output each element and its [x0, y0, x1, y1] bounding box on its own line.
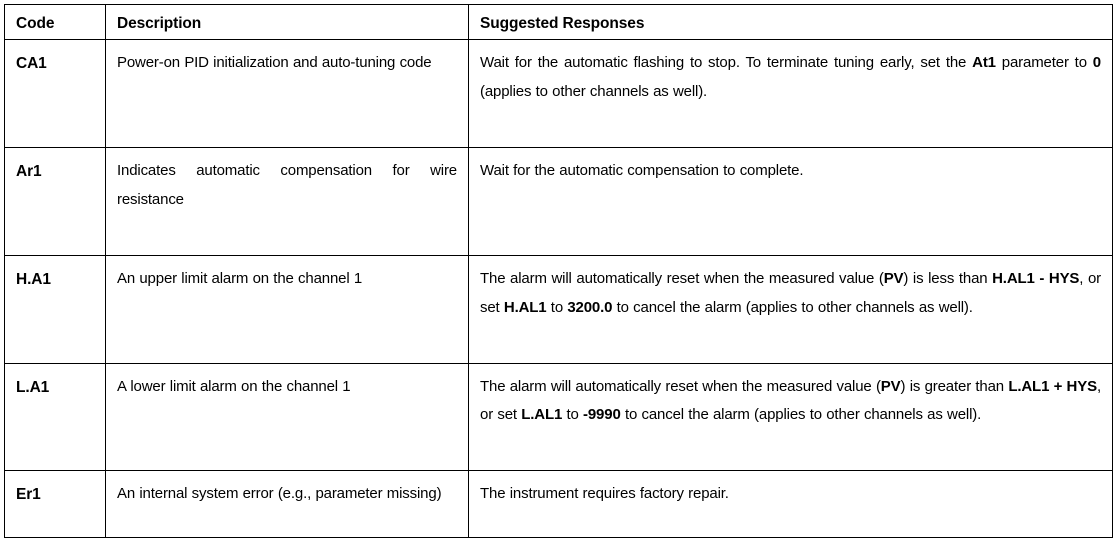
cell-code: H.A1 [4, 254, 106, 364]
text-run: , or set [480, 269, 1102, 316]
table-row: Ar1 Indicates automatic compensation for… [4, 147, 1113, 256]
text-run: parameter to [995, 54, 1093, 72]
table-header: Code Description Suggested Responses [4, 3, 1113, 41]
text-run: , or set [480, 377, 1101, 424]
cell-code: Ar1 [4, 147, 106, 256]
cell-description: An internal system error (e.g., paramete… [105, 470, 469, 538]
emphasized-term: PV [880, 377, 901, 395]
cell-code: L.A1 [4, 362, 106, 472]
text-run: An upper limit alarm on the channel 1 [117, 269, 363, 287]
cell-suggested-response: Wait for the automatic compensation to c… [468, 147, 1113, 256]
cell-description: A lower limit alarm on the channel 1 [105, 362, 469, 472]
error-code-table-container: Code Description Suggested Responses CA1… [4, 3, 1113, 538]
column-header-suggested-responses: Suggested Responses [468, 3, 1113, 41]
cell-code: Er1 [4, 470, 106, 538]
table-row: Er1 An internal system error (e.g., param… [4, 470, 1113, 538]
table-row: L.A1 A lower limit alarm on the channel 1… [4, 362, 1113, 472]
text-run: Wait for the automatic compensation to c… [480, 162, 804, 180]
table-row: CA1 Power-on PID initialization and auto-… [4, 39, 1113, 149]
table-body: CA1 Power-on PID initialization and auto-… [4, 39, 1113, 538]
text-run: ) is less than [903, 269, 993, 287]
emphasized-term: L.AL1 [521, 406, 563, 424]
emphasized-term: 0 [1092, 54, 1101, 72]
emphasized-term: H.AL1 - HYS [992, 269, 1080, 287]
text-run: Indicates automatic compensation for wir… [117, 162, 457, 208]
text-run: The alarm will automatically reset when … [480, 269, 884, 287]
cell-description: Power-on PID initialization and auto-tun… [105, 39, 469, 149]
column-header-code: Code [4, 3, 106, 41]
cell-suggested-response: The instrument requires factory repair. [468, 470, 1113, 538]
text-run: A lower limit alarm on the channel 1 [117, 377, 351, 395]
table-row: H.A1 An upper limit alarm on the channel … [4, 254, 1113, 364]
text-run: The alarm will automatically reset when … [480, 377, 881, 395]
cell-suggested-response: The alarm will automatically reset when … [468, 362, 1113, 472]
text-run: The instrument requires factory repair. [480, 485, 729, 503]
emphasized-term: -9990 [583, 406, 621, 424]
table-header-row: Code Description Suggested Responses [4, 3, 1113, 41]
emphasized-term: At1 [972, 54, 996, 72]
cell-description: An upper limit alarm on the channel 1 [105, 254, 469, 364]
cell-description: Indicates automatic compensation for wir… [105, 147, 469, 256]
text-run: ) is greater than [900, 377, 1009, 395]
column-header-description: Description [105, 3, 469, 41]
error-code-table: Code Description Suggested Responses CA1… [4, 3, 1113, 538]
text-run: An internal system error (e.g., paramete… [117, 485, 442, 503]
emphasized-term: 3200.0 [567, 298, 613, 316]
text-run: to [546, 298, 568, 316]
emphasized-term: PV [883, 269, 904, 287]
emphasized-term: H.AL1 [503, 298, 547, 316]
cell-suggested-response: The alarm will automatically reset when … [468, 254, 1113, 364]
text-run: to cancel the alarm (applies to other ch… [620, 406, 982, 424]
text-run: Power-on PID initialization and auto-tun… [117, 54, 432, 72]
text-run: Wait for the automatic flashing to stop.… [480, 54, 973, 72]
text-run: (applies to other channels as well). [480, 83, 708, 101]
cell-code: CA1 [4, 39, 106, 149]
text-run: to cancel the alarm (applies to other ch… [612, 298, 973, 316]
emphasized-term: L.AL1 + HYS [1008, 377, 1097, 395]
text-run: to [562, 406, 584, 424]
cell-suggested-response: Wait for the automatic flashing to stop.… [468, 39, 1113, 149]
